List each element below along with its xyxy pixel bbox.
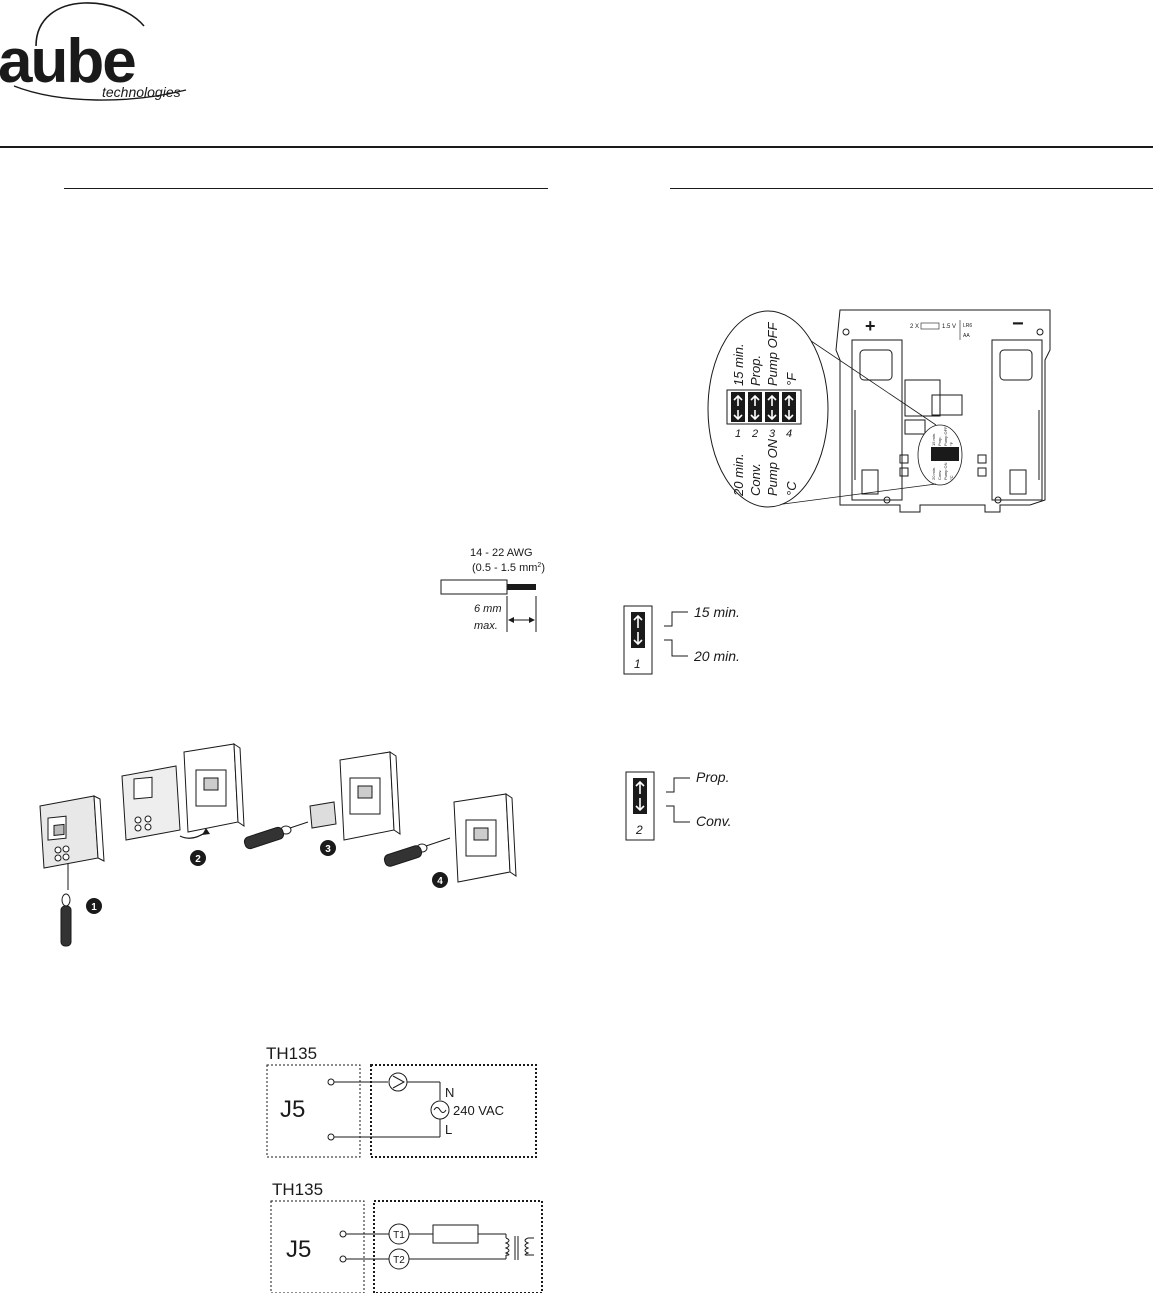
wire-insulation (440, 579, 508, 595)
svg-text:°F: °F (784, 372, 799, 386)
switch-1-up-label: 15 min. (694, 604, 740, 620)
screwdriver-1 (60, 893, 72, 947)
svg-text:2 X: 2 X (910, 324, 919, 330)
svg-text:3: 3 (325, 844, 331, 855)
svg-text:Conv.: Conv. (937, 470, 942, 480)
switch-1-down-label: 20 min. (693, 648, 740, 664)
svg-text:15 min.: 15 min. (731, 343, 746, 386)
thermostat-open (121, 765, 181, 841)
svg-text:1.5 V: 1.5 V (942, 324, 956, 330)
switch-2-toggle (633, 778, 647, 814)
terminal-t1: T1 (388, 1223, 410, 1245)
svg-text:T1: T1 (393, 1230, 405, 1241)
svg-text:4: 4 (437, 876, 443, 887)
logo-tagline: technologies (102, 84, 181, 100)
wire-section: (0.5 - 1.5 mm2) (472, 562, 545, 574)
switch-1-detail: 1 15 min. 20 min. (618, 598, 778, 680)
switch-2-number: 2 (635, 823, 643, 837)
terminal-t2: T2 (388, 1248, 410, 1270)
step-4-badge: 4 (432, 872, 448, 888)
logo-wordmark: aube (0, 27, 135, 96)
svg-text:°C: °C (784, 481, 799, 496)
wire-gauge: 14 - 22 AWG (470, 547, 533, 559)
diagram-1-load-box (370, 1064, 537, 1158)
battery-spec: 2 X 1.5 V LR6 AA (910, 320, 972, 340)
dip-switch-panel: + − 2 X 1.5 V LR6 AA 15 min. Prop. Pump … (700, 300, 1060, 520)
dip-up-labels: 15 min. Prop. Pump OFF °F (731, 321, 799, 386)
dip-switch-numbers: 1 2 3 4 (735, 428, 792, 440)
mini-switch-block (931, 447, 959, 461)
svg-text:Prop.: Prop. (748, 355, 763, 386)
resistor-icon (432, 1224, 479, 1244)
svg-text:4: 4 (786, 428, 792, 440)
switch-2-detail: 2 Prop. Conv. (620, 764, 780, 846)
screwdriver-3 (243, 821, 309, 850)
dip-switch-arrows (733, 394, 794, 421)
wire-strip-figure: 14 - 22 AWG (0.5 - 1.5 mm2) 6 mm max. (430, 540, 550, 640)
svg-text:°F: °F (949, 441, 954, 446)
svg-text:T2: T2 (393, 1255, 405, 1266)
diagram-2-terminal-block: J5 (286, 1236, 311, 1263)
strip-qualifier: max. (474, 620, 498, 632)
svg-text:Pump ON: Pump ON (943, 462, 948, 480)
screwdriver-4 (383, 837, 451, 867)
svg-text:°C: °C (949, 475, 954, 480)
svg-text:AA: AA (963, 333, 970, 339)
svg-text:Pump ON: Pump ON (765, 438, 780, 496)
step-2-badge: 2 (190, 850, 206, 866)
wiring-diagram-transformer: TH135 J5 T1 T2 (266, 1176, 550, 1294)
svg-text:3: 3 (769, 428, 776, 440)
wiring-diagram-pump: TH135 J5 N 240 VAC L (260, 1040, 550, 1162)
thermostat-front (39, 795, 105, 890)
diagram-1-supply: 240 VAC (453, 1103, 504, 1118)
wire-conductor (507, 584, 536, 590)
svg-text:Pump OFF: Pump OFF (765, 321, 780, 386)
svg-text:20 min.: 20 min. (931, 467, 936, 480)
installation-illustration: 1 2 (30, 740, 530, 965)
right-column-rule (670, 188, 1153, 189)
diagram-1-line: L (445, 1122, 452, 1137)
rotate-arrow (179, 831, 207, 839)
svg-text:1: 1 (735, 428, 741, 440)
strip-length: 6 mm (474, 603, 502, 615)
diagram-1-terminal-block: J5 (280, 1096, 305, 1123)
backplate-2 (183, 743, 245, 833)
svg-text:2: 2 (195, 854, 201, 865)
step-1-badge: 1 (86, 898, 102, 914)
transformer-icon (504, 1236, 534, 1260)
switch-2-down-label: Conv. (696, 813, 732, 829)
dip-down-labels: 20 min. Conv. Pump ON °C (731, 438, 799, 497)
mini-switch-labels: 15 min. Prop. Pump OFF °F 20 min. Conv. … (931, 426, 954, 480)
svg-text:Conv.: Conv. (748, 463, 763, 496)
brand-logo: aube technologies (0, 0, 200, 106)
svg-text:1: 1 (91, 902, 97, 913)
diagram-2-model: TH135 (272, 1180, 323, 1199)
diagram-1-thermostat-box (266, 1064, 361, 1158)
svg-text:Pump OFF: Pump OFF (943, 426, 948, 446)
svg-text:15 min.: 15 min. (931, 433, 936, 446)
switch-1-toggle (631, 612, 645, 648)
left-column-rule (64, 188, 548, 189)
svg-text:20 min.: 20 min. (731, 453, 746, 497)
backplate-4 (453, 793, 517, 883)
switch-1-number: 1 (634, 657, 641, 671)
diagram-2-load-box (373, 1200, 543, 1294)
diagram-1-model: TH135 (266, 1044, 317, 1063)
svg-text:Prop.: Prop. (937, 436, 942, 446)
ac-source-icon (430, 1100, 450, 1120)
svg-text:2: 2 (751, 428, 758, 440)
switch-2-up-label: Prop. (696, 769, 729, 785)
battery-plus: + (865, 316, 876, 336)
diagram-2-thermostat-box (270, 1200, 365, 1294)
svg-text:LR6: LR6 (963, 323, 972, 329)
step-3-badge: 3 (320, 840, 336, 856)
logo-swoosh (35, 2, 145, 47)
header-divider (0, 146, 1153, 148)
backplate-3 (309, 751, 401, 841)
pump-icon (388, 1072, 408, 1092)
battery-minus: − (1012, 313, 1024, 335)
logo-swoosh-underline (13, 85, 187, 101)
diagram-1-neutral: N (445, 1085, 454, 1100)
